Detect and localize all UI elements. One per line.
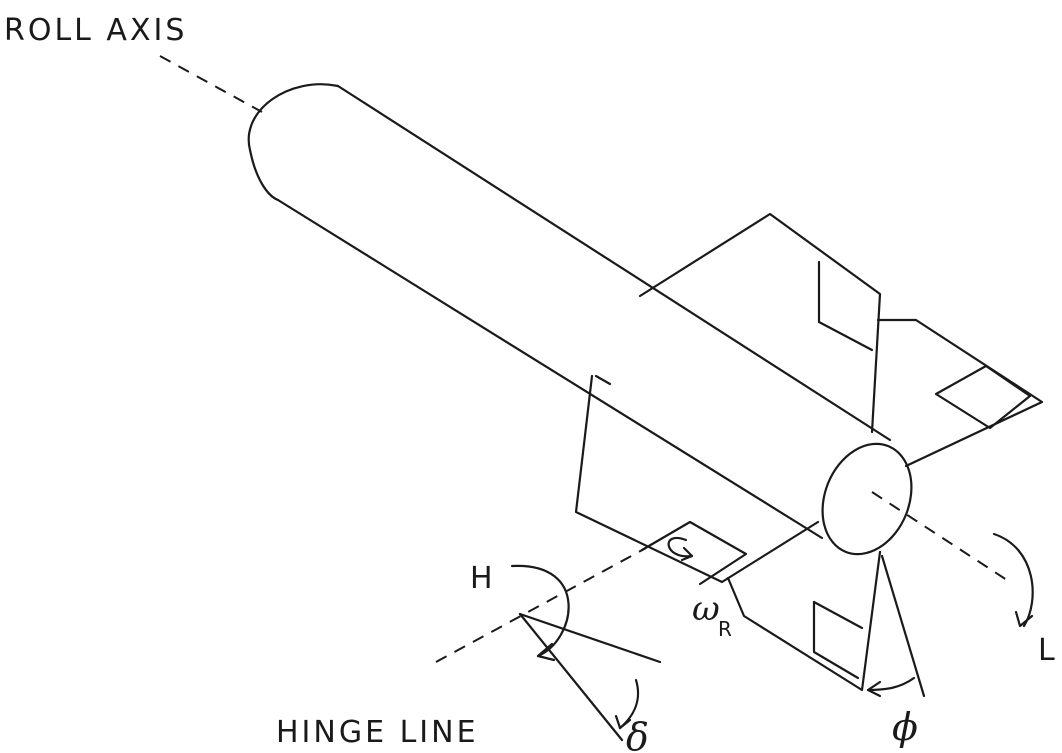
- hinge-line: [435, 547, 647, 663]
- body-rear-cap: [247, 83, 340, 202]
- upper-fin: [638, 212, 882, 434]
- body-front-face: [821, 442, 913, 556]
- omega-label: ω: [692, 589, 720, 629]
- delta-arrowhead: [614, 714, 632, 730]
- phi-arc: [866, 676, 916, 692]
- right-fin: [876, 318, 1044, 468]
- delta-ref-line: [518, 612, 662, 664]
- left-fin-flap: [640, 520, 748, 586]
- lower-fin-flap: [812, 600, 860, 680]
- roll-moment-arrowhead: [1014, 610, 1034, 628]
- roll-moment-arc: [992, 532, 1034, 628]
- right-fin-flap: [934, 364, 1032, 430]
- left-fin: [574, 374, 820, 586]
- lower-fin: [726, 550, 882, 692]
- roll-axis-line-lower: [871, 491, 1011, 583]
- l-label: L: [1038, 633, 1055, 668]
- roll-rate-arrowhead: [680, 546, 694, 562]
- right-fin-outline: [876, 318, 1044, 468]
- hinge-moment-arc: [510, 564, 570, 658]
- roll-rate-arrow: [667, 537, 694, 558]
- hinge-line-label: HINGE LINE: [276, 715, 479, 750]
- delta-label: δ: [626, 715, 649, 753]
- roll-axis-line-upper: [159, 55, 263, 113]
- upper-fin-outline: [638, 212, 882, 434]
- roll-axis-label: ROLL AXIS: [4, 13, 187, 48]
- upper-fin-flap: [817, 260, 874, 352]
- phi-arrowhead: [866, 680, 882, 698]
- body-top-edge: [336, 84, 892, 442]
- lower-fin-outline: [726, 550, 882, 692]
- lower-fin-flap-top: [812, 600, 864, 630]
- omega-subscript: R: [718, 617, 732, 641]
- h-label: H: [470, 561, 493, 596]
- delta-deflected-line: [518, 612, 624, 742]
- missile-body: [247, 83, 913, 556]
- body-bottom-edge: [276, 198, 824, 540]
- phi-label: ϕ: [892, 705, 918, 749]
- phi-line: [880, 554, 926, 698]
- left-fin-top: [594, 374, 612, 386]
